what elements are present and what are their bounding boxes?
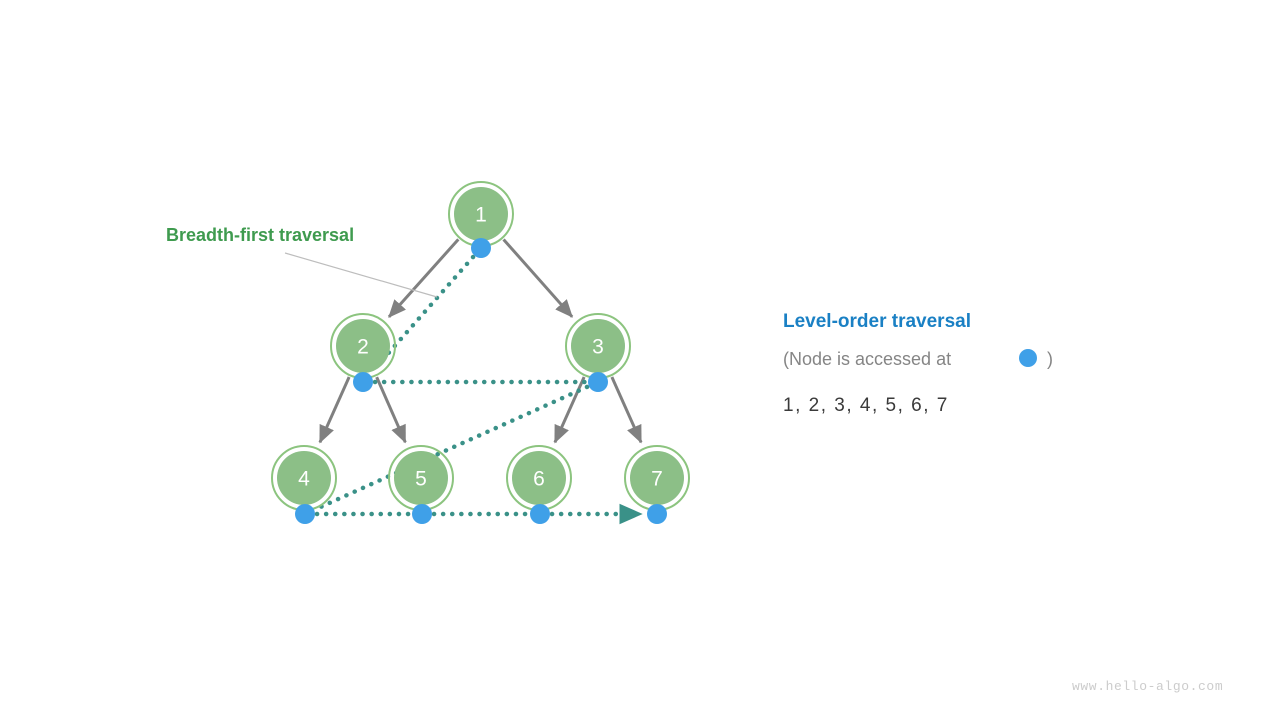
visit-dot-4 [295, 504, 315, 524]
tree-edge [610, 376, 643, 444]
panel-note-row: (Node is accessed at ) [783, 349, 1053, 369]
tree-node-4[interactable]: 4 [271, 445, 337, 511]
node-value: 3 [592, 336, 604, 359]
tree-nodes: 1 2 3 4 5 6 7 [271, 181, 690, 511]
tree-edge [553, 376, 586, 444]
tree-edge [318, 376, 351, 444]
tree-node-6[interactable]: 6 [506, 445, 572, 511]
node-value: 1 [475, 204, 487, 227]
tree-edges [318, 238, 643, 444]
node-circle [394, 451, 448, 505]
traversal-segment [313, 384, 590, 512]
visit-dot-6 [530, 504, 550, 524]
tree-edge [387, 238, 460, 318]
node-circle [454, 187, 508, 241]
tree-node-1[interactable]: 1 [448, 181, 514, 247]
watermark: www.hello-algo.com [1072, 679, 1223, 694]
bfs-traversal-label: Breadth-first traversal [166, 225, 354, 245]
tree-edge [375, 376, 407, 444]
visit-dot-3 [588, 372, 608, 392]
node-value: 7 [651, 468, 663, 491]
panel-title: Level-order traversal [783, 311, 971, 332]
tree-node-3[interactable]: 3 [565, 313, 631, 379]
node-circle [277, 451, 331, 505]
visit-dot-2 [353, 372, 373, 392]
node-circle [571, 319, 625, 373]
panel-note-suffix: ) [1047, 349, 1053, 369]
node-circle [336, 319, 390, 373]
tree-node-7[interactable]: 7 [624, 445, 690, 511]
visit-dot-legend-icon [1019, 349, 1037, 367]
visit-dot-7 [647, 504, 667, 524]
node-value: 2 [357, 336, 369, 359]
node-value: 4 [298, 468, 310, 491]
node-value: 5 [415, 468, 427, 491]
tree-edge [502, 238, 574, 318]
node-circle [630, 451, 684, 505]
node-value: 6 [533, 468, 545, 491]
panel-note-prefix: (Node is accessed at [783, 349, 951, 369]
bfs-leader-line [284, 252, 438, 298]
visit-dots [295, 238, 667, 524]
tree-node-2[interactable]: 2 [330, 313, 396, 379]
tree-node-5[interactable]: 5 [388, 445, 454, 511]
node-circle [512, 451, 566, 505]
visit-dot-5 [412, 504, 432, 524]
traversal-sequence: 1, 2, 3, 4, 5, 6, 7 [783, 395, 949, 416]
visit-dot-1 [471, 238, 491, 258]
